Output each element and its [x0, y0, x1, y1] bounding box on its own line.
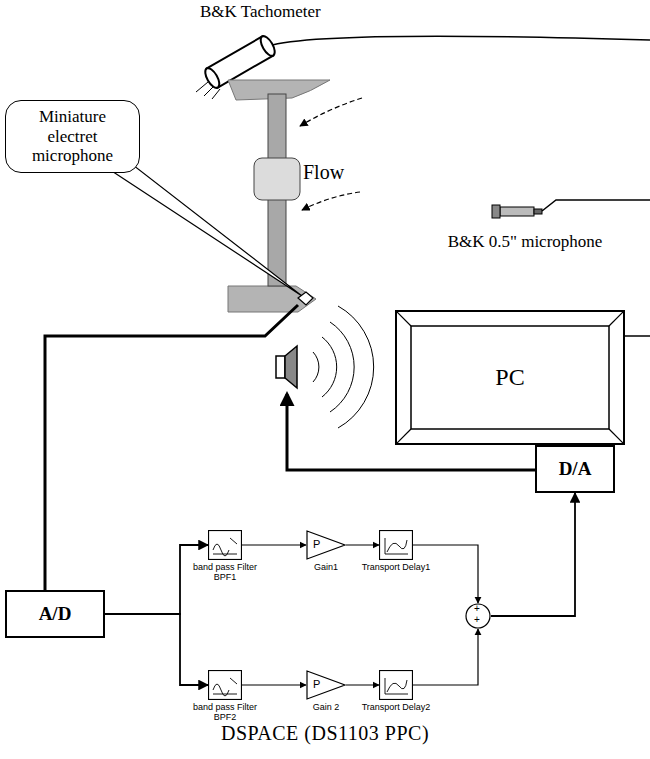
node-text: band pass Filter BPF1: [188, 563, 262, 583]
node-text: P: [313, 539, 320, 550]
block-border: [380, 671, 413, 700]
gain-icon: P: [306, 670, 346, 700]
flow-arrow: [300, 98, 362, 126]
frame-corner: [397, 429, 411, 443]
block-border: [380, 531, 413, 560]
signal-wire: [45, 305, 298, 592]
block-border: [209, 671, 242, 700]
node-text: Transport Delay1: [355, 563, 437, 573]
node-text: Gain 2: [298, 703, 354, 713]
block-icon: [213, 538, 237, 556]
microphone-cable: [542, 200, 650, 211]
delay-icon: [379, 670, 413, 700]
text-label: Flow: [303, 160, 363, 184]
sound-waves: [313, 306, 374, 428]
signal-connector: [242, 544, 306, 545]
node-text: Gain1: [298, 563, 354, 573]
filter-block: band pass Filter BPF2: [188, 670, 262, 723]
duct-wall: [228, 286, 316, 312]
pc-cable: [625, 335, 650, 337]
text-label: B&K Tachometer: [200, 2, 350, 22]
tachometer-beam: [196, 82, 220, 99]
delay-outline: [379, 530, 413, 560]
fan-hub: [254, 158, 300, 200]
measurement-microphone: [492, 205, 542, 218]
monitor-screen: [411, 326, 609, 429]
gain-outline: [306, 530, 346, 560]
loudspeaker: [276, 356, 285, 378]
gain-triangle: [307, 531, 345, 559]
node-text: Miniature electret microphone: [14, 107, 131, 166]
frame-corner: [609, 312, 623, 326]
converter-box: A/D: [5, 590, 105, 638]
filter-block: band pass Filter BPF1: [188, 530, 262, 583]
node-text: P: [313, 679, 320, 690]
node-text: D/A: [559, 458, 592, 480]
block-border: [209, 531, 242, 560]
node-text: Transport Delay2: [355, 703, 437, 713]
loudspeaker: [285, 346, 297, 388]
sum-circle: [466, 604, 490, 628]
frame-corner: [609, 429, 623, 443]
node-text: +: [474, 604, 480, 614]
signal-connector: [105, 614, 208, 685]
gain-triangle: [307, 671, 345, 699]
filter-icon: [208, 530, 242, 560]
tachometer-cable: [268, 36, 650, 46]
caption: DSPACE (DS1103 PPC): [0, 722, 650, 745]
signal-connector: [346, 544, 379, 545]
frame-corner: [397, 312, 411, 326]
signal-connector: [242, 684, 306, 685]
gain-icon: P: [306, 530, 346, 560]
delay-outline: [379, 670, 413, 700]
gain-block: P Gain 2: [298, 670, 354, 713]
converter-box: D/A: [535, 445, 615, 493]
delay-block: Transport Delay2: [355, 670, 437, 713]
delay-icon: [379, 530, 413, 560]
block-icon: [213, 678, 237, 696]
node-text: band pass Filter BPF2: [188, 703, 262, 723]
sum-block: ++: [465, 603, 491, 629]
callout-bubble: Miniature electret microphone: [5, 100, 140, 173]
filter-icon: [208, 670, 242, 700]
gain-outline: [306, 670, 346, 700]
delay-block: Transport Delay1: [355, 530, 437, 573]
signal-connector: [413, 629, 478, 685]
signal-connector: [413, 545, 478, 603]
signal-connector: [491, 493, 575, 616]
computer-box: PC: [395, 310, 625, 445]
node-text: A/D: [39, 603, 72, 625]
flow-arrow: [302, 192, 360, 210]
filter-outline: [208, 670, 242, 700]
filter-outline: [208, 530, 242, 560]
node-text: PC: [495, 364, 524, 391]
block-icon: [385, 538, 408, 554]
node-text: +: [474, 615, 480, 625]
text-label: B&K 0.5" microphone: [445, 232, 605, 252]
electret-microphone: [298, 292, 313, 305]
callout-tail: [92, 158, 302, 296]
signal-connector: [105, 545, 208, 614]
gain-block: P Gain1: [298, 530, 354, 573]
block-icon: [385, 678, 408, 694]
signal-connector: [346, 684, 379, 685]
